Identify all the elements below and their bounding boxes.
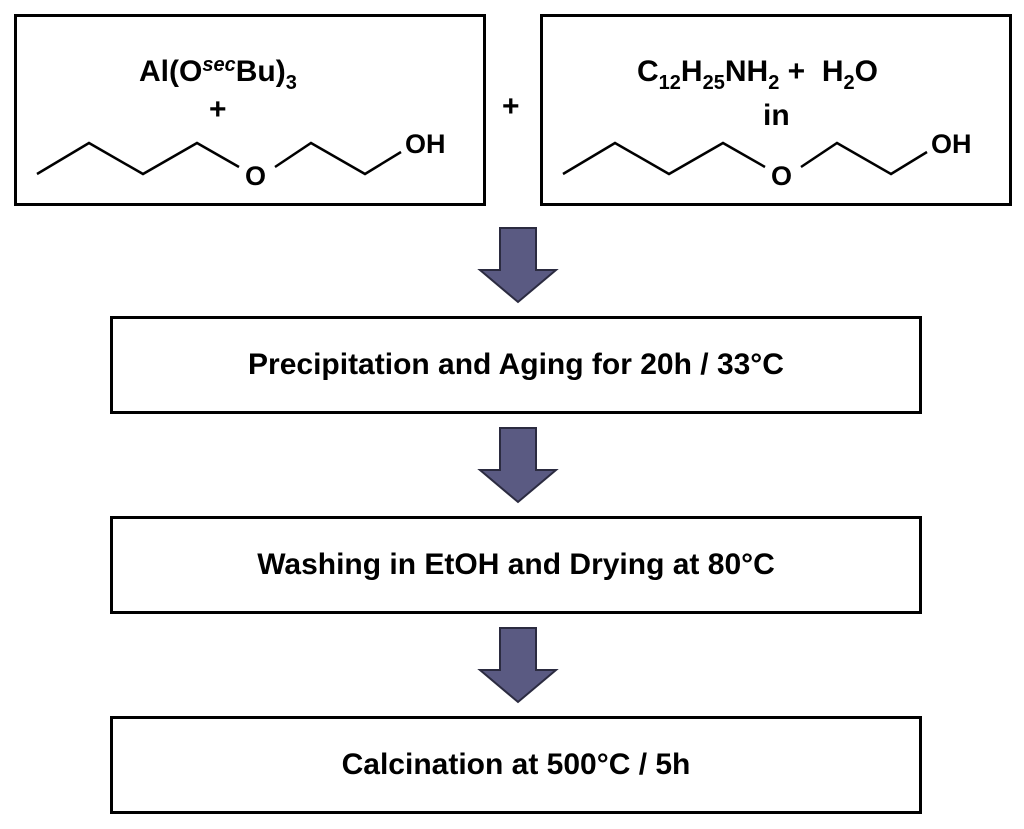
plus-sign: + [209,93,227,126]
butoxyethanol-structure [36,141,402,176]
reagent-box-1: Al(OsecBu)3 + O OH [14,14,486,206]
hydroxyl-label: OH [405,129,446,159]
down-arrow-icon [477,227,559,304]
aluminum-sec-butoxide-formula: Al(OsecBu)3 [139,54,297,94]
step-calcination: Calcination at 500°C / 5h [110,716,922,814]
step-label: Washing in EtOH and Drying at 80°C [257,548,775,581]
step-label: Precipitation and Aging for 20h / 33°C [248,348,784,381]
down-arrow-icon [477,627,559,704]
step-label: Calcination at 500°C / 5h [341,748,691,781]
step-precipitation-aging: Precipitation and Aging for 20h / 33°C [110,316,922,414]
hydroxyl-label: OH [931,129,972,159]
dodecylamine-water-formula: C12H25NH2 + H2O [637,55,878,94]
ether-oxygen-label: O [245,161,267,191]
step-washing-drying: Washing in EtOH and Drying at 80°C [110,516,922,614]
reagent-box-2: C12H25NH2 + H2O in O OH [540,14,1012,206]
down-arrow-icon [477,427,559,504]
butoxyethanol-structure [562,141,928,176]
reagent-plus-sign: + [502,90,520,123]
in-label: in [763,99,790,132]
ether-oxygen-label: O [771,161,793,191]
